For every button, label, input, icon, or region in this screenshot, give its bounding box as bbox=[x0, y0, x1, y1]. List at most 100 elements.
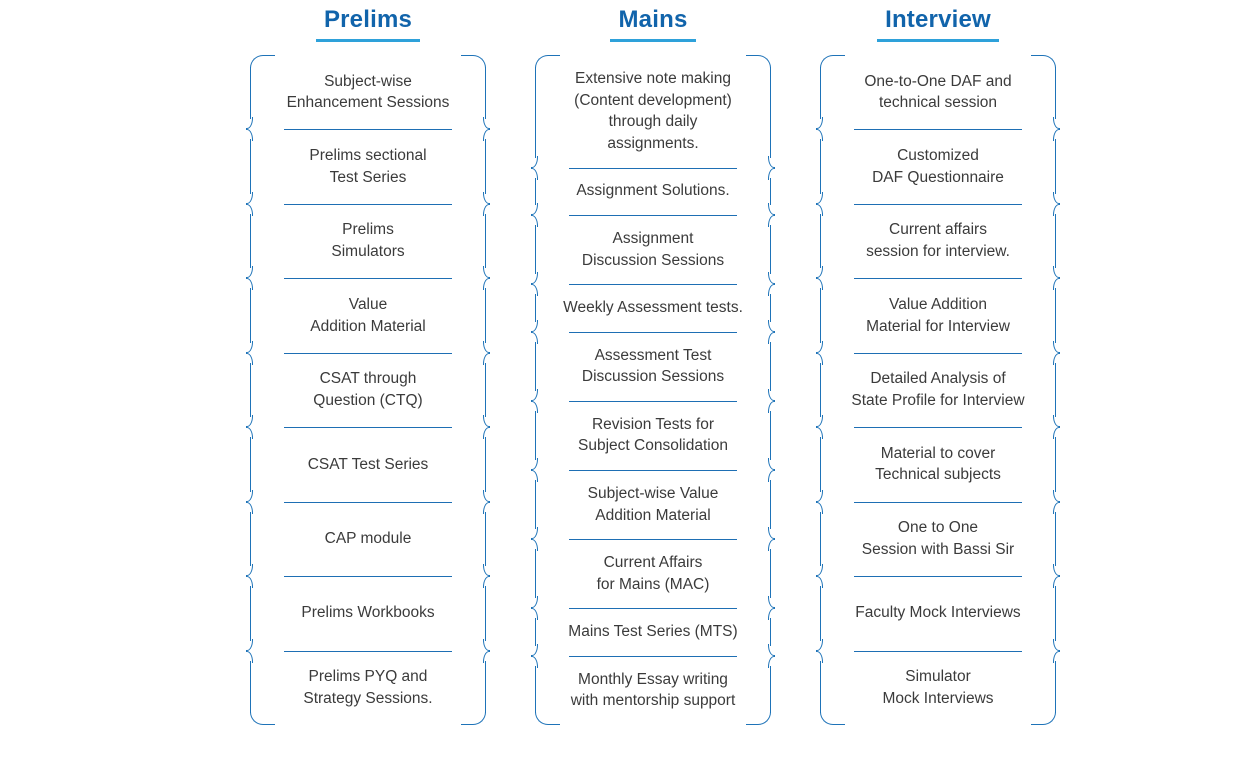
bracket-corner-icon bbox=[483, 415, 490, 428]
bracket-corner-icon bbox=[1053, 427, 1060, 440]
item-separator bbox=[854, 576, 1022, 578]
stage-column: Mains Extensive note making (Content dev… bbox=[531, 4, 775, 726]
bracket-corner-icon bbox=[816, 415, 823, 428]
item-label: Subject-wise Value Addition Material bbox=[587, 484, 719, 524]
list-item: Subject-wise Value Addition Material bbox=[531, 470, 775, 541]
bracket-corner-icon bbox=[1053, 501, 1060, 514]
bracket-corner-icon bbox=[483, 203, 490, 216]
bracket-corner-icon bbox=[816, 191, 823, 204]
bracket-corner-icon bbox=[483, 638, 490, 651]
bracket-corner-icon bbox=[816, 352, 823, 365]
item-label: Prelims Simulators bbox=[331, 221, 405, 261]
bracket-corner-icon bbox=[246, 278, 253, 291]
bracket-corner-icon bbox=[531, 400, 538, 413]
item-separator bbox=[854, 650, 1022, 652]
item-separator bbox=[569, 470, 737, 472]
bracket-corner-icon bbox=[768, 388, 775, 401]
bracket-corner-icon bbox=[531, 655, 538, 668]
item-label: Value Addition Material bbox=[310, 295, 426, 335]
bracket-corner-icon bbox=[1053, 650, 1060, 663]
item-label: Current affairs session for interview. bbox=[866, 221, 1010, 261]
bracket-corner-icon bbox=[483, 489, 490, 502]
item-label: Monthly Essay writing with mentorship su… bbox=[570, 670, 736, 710]
item-separator bbox=[854, 427, 1022, 429]
item-label: Revision Tests for Subject Consolidation bbox=[578, 415, 728, 455]
list-item: Current Affairs for Mains (MAC) bbox=[531, 539, 775, 610]
column-title: Prelims bbox=[315, 4, 421, 42]
item-label: Prelims PYQ and Strategy Sessions. bbox=[303, 668, 433, 707]
list-item: Monthly Essay writing with mentorship su… bbox=[531, 655, 775, 726]
item-label: Current Affairs for Mains (MAC) bbox=[596, 554, 710, 593]
bracket-corner-icon bbox=[1031, 55, 1056, 69]
bracket-corner-icon bbox=[1053, 278, 1060, 291]
list-item: Customized DAF Questionnaire bbox=[816, 129, 1060, 205]
bracket-corner-icon bbox=[531, 643, 538, 656]
list-item: Material to cover Technical subjects bbox=[816, 427, 1060, 503]
item-label: Mains Test Series (MTS) bbox=[568, 623, 738, 641]
list-item: Prelims Simulators bbox=[246, 203, 490, 280]
list-item: Mains Test Series (MTS) bbox=[531, 608, 775, 657]
bracket-corner-icon bbox=[531, 458, 538, 471]
bracket-corner-icon bbox=[820, 710, 845, 725]
stage-column: Prelims Subject-wise Enhancement Session… bbox=[246, 4, 490, 725]
bracket-corner-icon bbox=[246, 501, 253, 514]
bracket-corner-icon bbox=[1053, 564, 1060, 577]
list-item: Simulator Mock Interviews bbox=[816, 650, 1060, 725]
bracket-corner-icon bbox=[746, 711, 771, 726]
bracket-corner-icon bbox=[531, 155, 538, 168]
item-separator bbox=[569, 215, 737, 217]
bracket-corner-icon bbox=[768, 284, 775, 297]
bracket-corner-icon bbox=[1053, 576, 1060, 589]
bracket-corner-icon bbox=[768, 655, 775, 668]
item-separator bbox=[854, 129, 1022, 131]
item-separator bbox=[854, 278, 1022, 280]
bracket-corner-icon bbox=[531, 608, 538, 621]
list-item: Assignment Solutions. bbox=[531, 167, 775, 217]
item-separator bbox=[854, 203, 1022, 205]
bracket-corner-icon bbox=[768, 608, 775, 621]
bracket-corner-icon bbox=[483, 117, 490, 130]
bracket-corner-icon bbox=[1053, 489, 1060, 502]
bracket-corner-icon bbox=[816, 489, 823, 502]
list-item: CSAT Test Series bbox=[246, 427, 490, 503]
item-label: Prelims sectional Test Series bbox=[309, 146, 427, 186]
item-separator bbox=[284, 576, 452, 578]
item-separator bbox=[569, 167, 737, 169]
bracket-corner-icon bbox=[461, 55, 486, 69]
bracket-corner-icon bbox=[250, 55, 275, 69]
bracket-corner-icon bbox=[1053, 129, 1060, 142]
bracket-corner-icon bbox=[483, 266, 490, 279]
item-label: Assignment Solutions. bbox=[576, 182, 730, 200]
item-label: CSAT through Question (CTQ) bbox=[313, 370, 423, 409]
item-separator bbox=[284, 650, 452, 652]
list-item: One to One Session with Bassi Sir bbox=[816, 501, 1060, 578]
list-item: Prelims Workbooks bbox=[246, 576, 490, 652]
list-item: Subject-wise Enhancement Sessions bbox=[246, 55, 490, 131]
item-label: Value Addition Material for Interview bbox=[866, 295, 1010, 335]
item-separator bbox=[569, 331, 737, 333]
bracket-corner-icon bbox=[816, 564, 823, 577]
bracket-corner-icon bbox=[531, 331, 538, 344]
item-label: Detailed Analysis of State Profile for I… bbox=[851, 370, 1025, 409]
item-label: Faculty Mock Interviews bbox=[855, 604, 1021, 622]
bracket-corner-icon bbox=[1053, 203, 1060, 216]
bracket-corner-icon bbox=[768, 596, 775, 609]
bracket-corner-icon bbox=[1053, 352, 1060, 365]
bracket-corner-icon bbox=[483, 564, 490, 577]
column-header: Interview bbox=[816, 4, 1060, 44]
bracket-corner-icon bbox=[246, 266, 253, 279]
bracket-corner-icon bbox=[535, 711, 560, 726]
bracket-corner-icon bbox=[531, 470, 538, 483]
bracket-corner-icon bbox=[768, 331, 775, 344]
item-label: Prelims Workbooks bbox=[301, 604, 435, 622]
bracket-corner-icon bbox=[816, 278, 823, 291]
bracket-corner-icon bbox=[531, 215, 538, 228]
bracket-corner-icon bbox=[250, 710, 275, 725]
list-item: Extensive note making (Content developme… bbox=[531, 55, 775, 169]
columns-row: Prelims Subject-wise Enhancement Session… bbox=[246, 4, 1060, 726]
stage-column: Interview One-to-One DAF and technical s… bbox=[816, 4, 1060, 725]
bracket-corner-icon bbox=[1053, 415, 1060, 428]
column-header: Prelims bbox=[246, 4, 490, 44]
bracket-corner-icon bbox=[816, 203, 823, 216]
bracket-corner-icon bbox=[531, 539, 538, 552]
